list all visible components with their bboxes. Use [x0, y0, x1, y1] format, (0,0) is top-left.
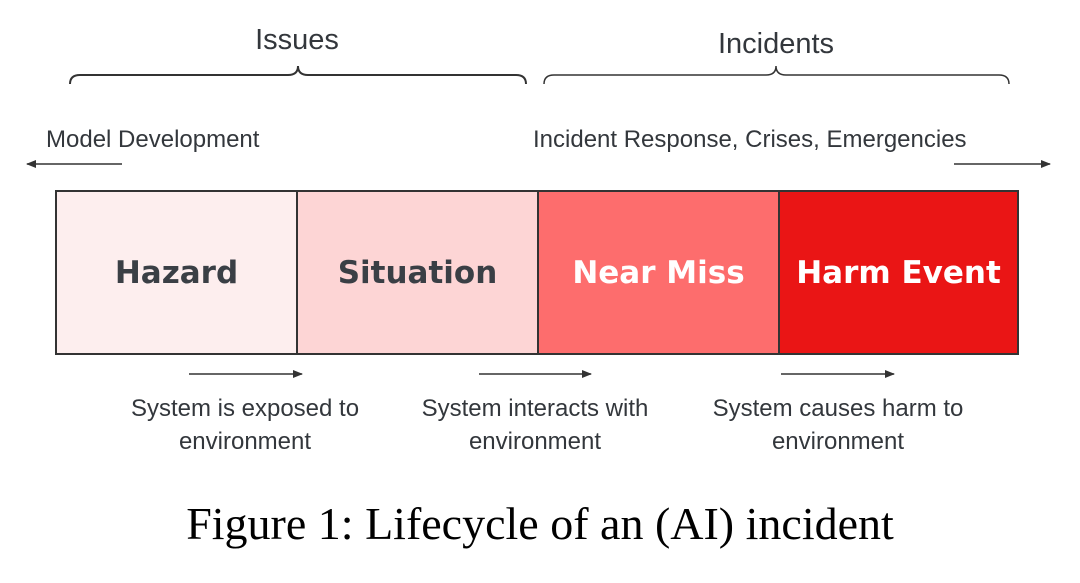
transition-label-causes-harm: System causes harm to environment: [712, 395, 964, 455]
figure-caption: Figure 1: Lifecycle of an (AI) incident: [186, 498, 894, 549]
stage-harm-event-label: Harm Event: [796, 254, 1001, 291]
stage-hazard-label: Hazard: [114, 254, 239, 291]
stage-near-miss: Near Miss: [537, 190, 780, 355]
transition-label-exposed: System is exposed to environment: [130, 395, 360, 455]
transition-label-interacts: System interacts with environment: [421, 395, 649, 455]
incidents-bracket: [543, 65, 1010, 85]
model-development-label: Model Development: [46, 126, 260, 153]
stage-hazard: Hazard: [55, 190, 298, 355]
incidents-label: Incidents: [717, 28, 835, 60]
stage-near-miss-label: Near Miss: [572, 254, 745, 291]
stage-harm-event: Harm Event: [778, 190, 1019, 355]
issues-bracket: [69, 65, 527, 85]
stage-situation: Situation: [296, 190, 539, 355]
stage-situation-label: Situation: [337, 254, 498, 291]
issues-label: Issues: [255, 24, 339, 56]
incident-response-label: Incident Response, Crises, Emergencies: [533, 126, 967, 153]
